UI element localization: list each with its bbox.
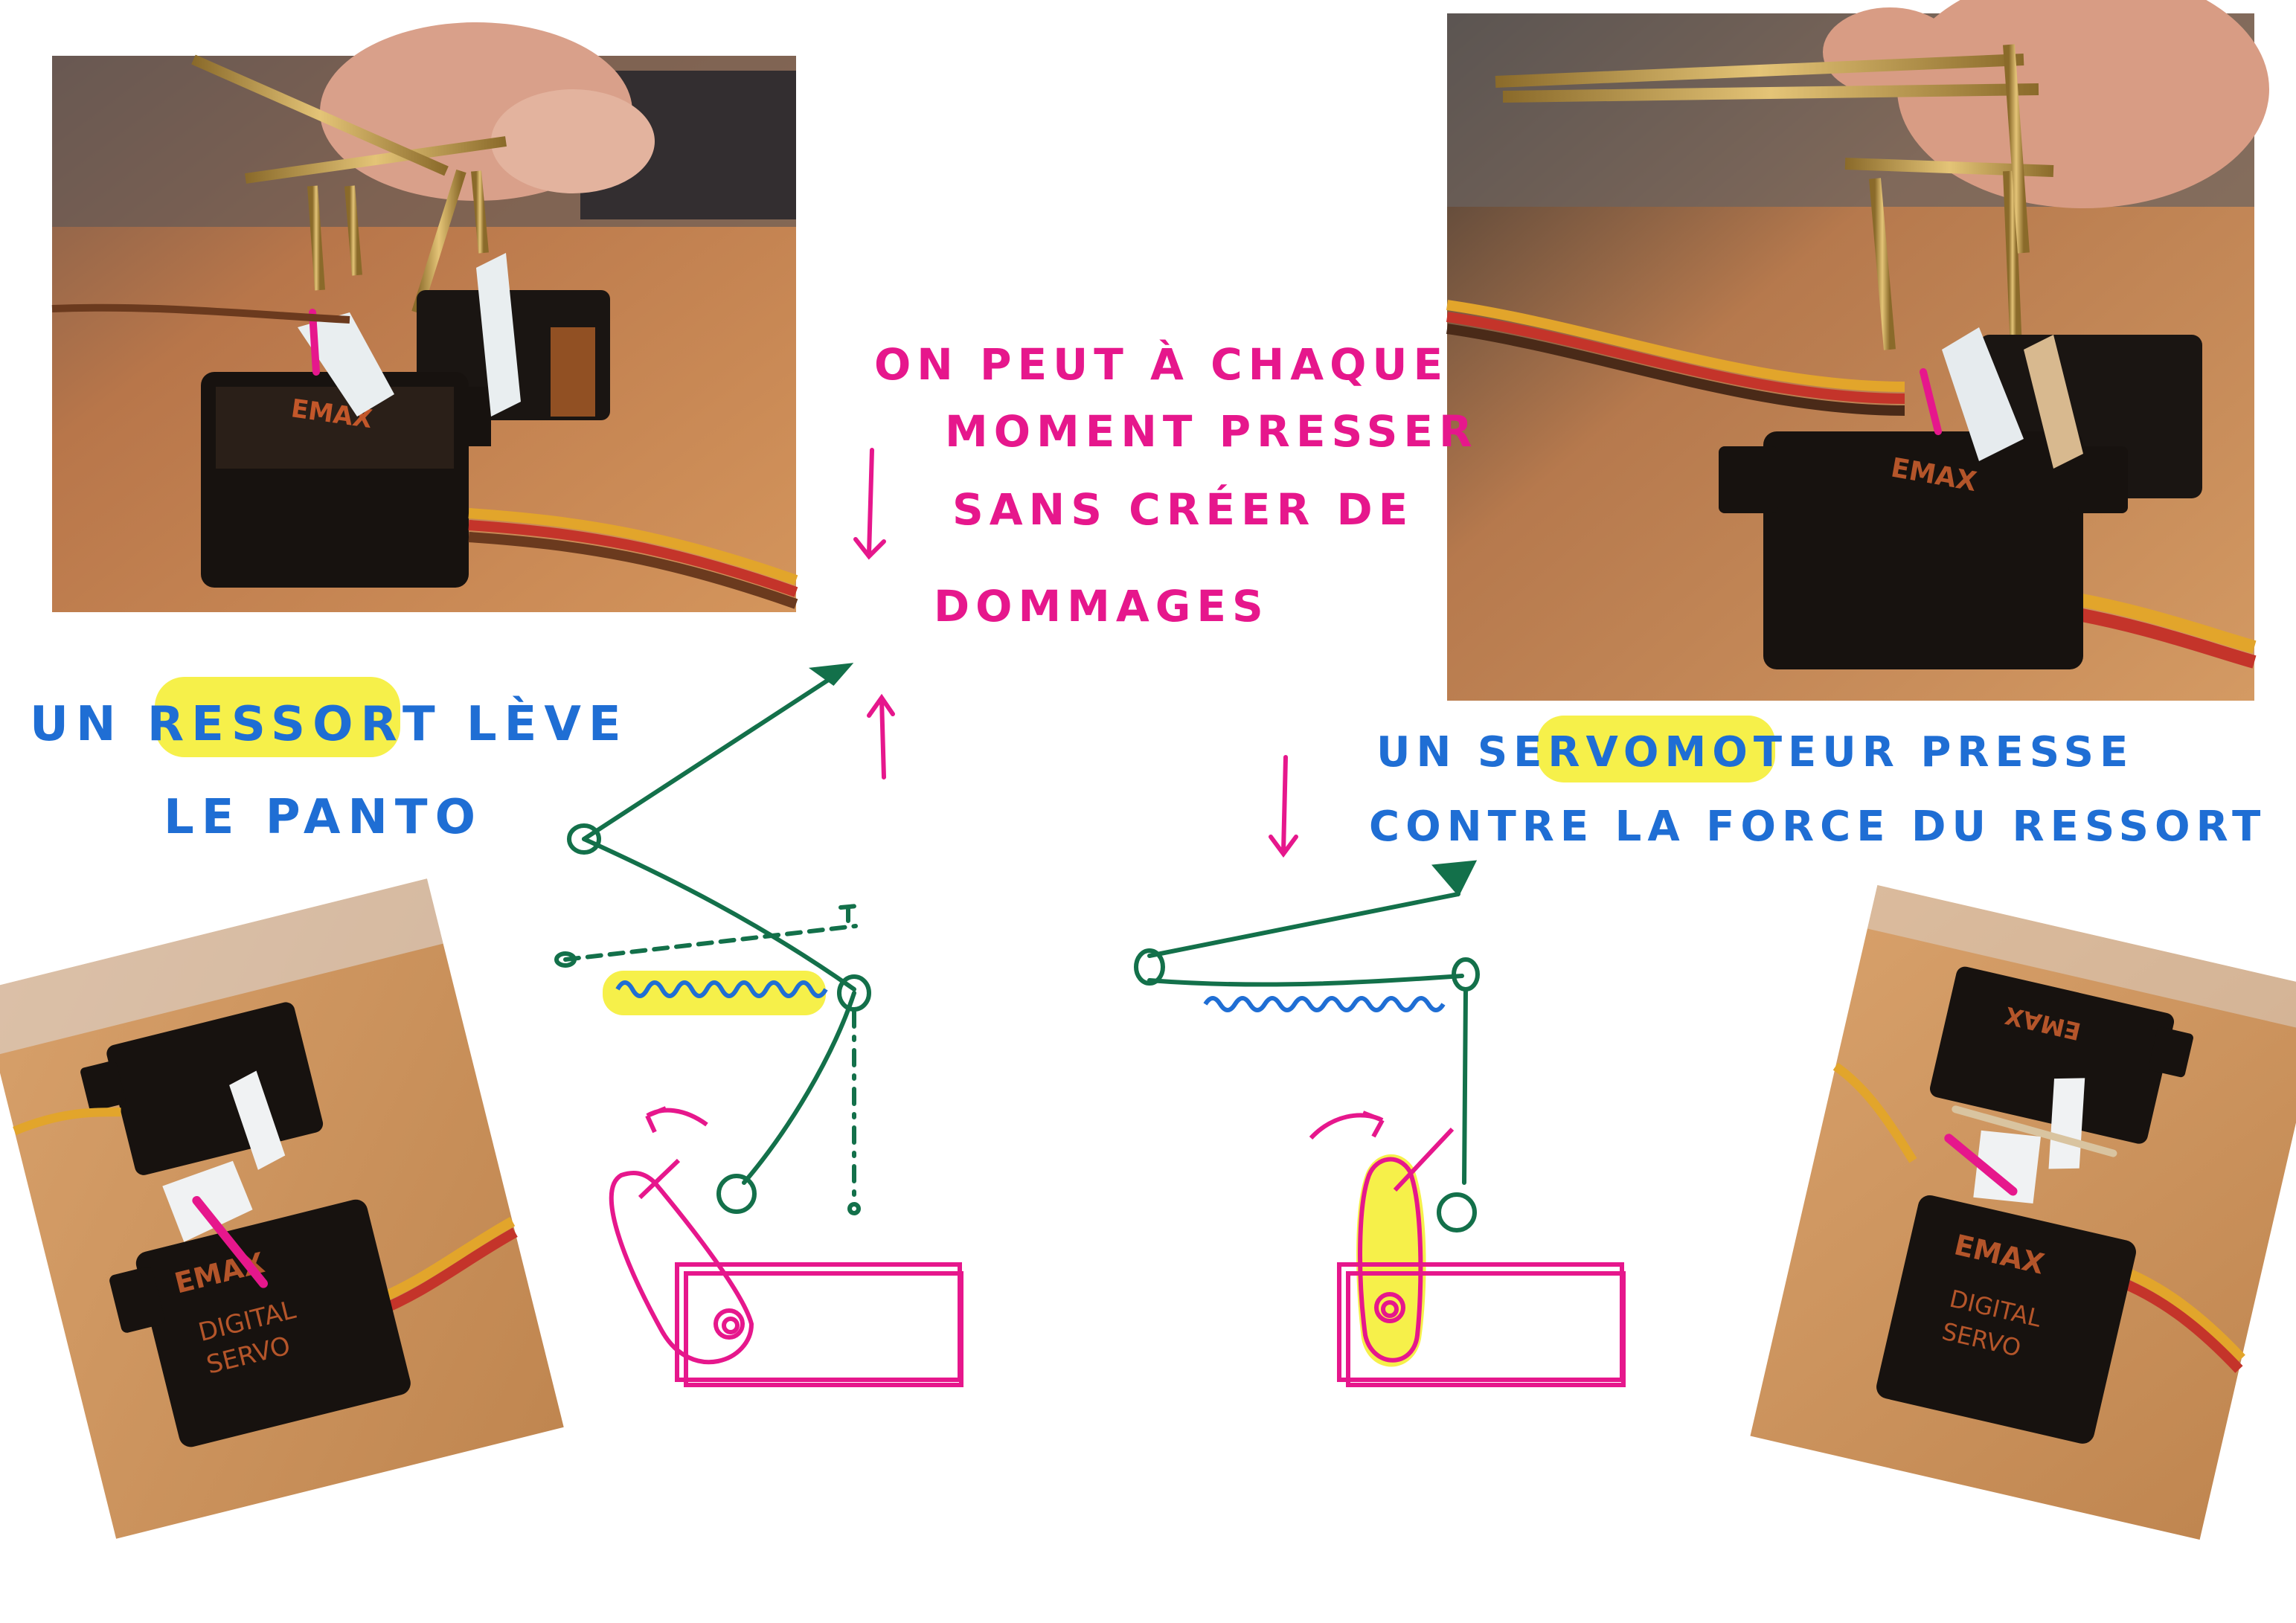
- right-caption: UN SERVOMOTEUR PRESSE CONTRE LA FORCE DU…: [1369, 728, 2266, 851]
- left-caption-line-1: UN RESSORT LÈVE: [30, 695, 629, 752]
- pink-pin-left: [638, 1158, 681, 1200]
- arrow-down-right: [1269, 755, 1298, 858]
- pink-marker-photo-2: [1920, 368, 1942, 435]
- highlight-servomoteur: [1537, 716, 1775, 782]
- photo-bottom-left: EMAX DIGITAL SERVO: [0, 878, 564, 1539]
- servo-front-4: [1876, 1195, 2136, 1444]
- left-caption-line-2: LE PANTO: [164, 790, 483, 845]
- arrow-down-note: [853, 448, 886, 560]
- servo-front-3: [135, 1199, 411, 1447]
- pink-note-line-2: MOMENT PRESSER: [945, 406, 1478, 457]
- highlight-ressort: [155, 677, 400, 757]
- pink-note-line-3: SANS CRÉER DE: [952, 483, 1414, 535]
- spring-left: [615, 980, 828, 998]
- pantograph-brass: [191, 54, 507, 315]
- dashed-arm: [563, 904, 859, 962]
- push-rod: [742, 991, 856, 1185]
- hand: [1897, 0, 2269, 208]
- panto-head-r: [1431, 860, 1478, 897]
- photo-top-left: EMAX: [51, 22, 798, 612]
- pantograph-brass-2: [1495, 44, 2054, 350]
- servo-back-4: [1929, 966, 2175, 1144]
- photo-top-right: EMAX: [1446, 0, 2269, 701]
- panto-lower-arm: [582, 837, 856, 992]
- push-rod-r: [1462, 987, 1468, 1185]
- pink-note-line-4: DOMMAGES: [934, 581, 1269, 631]
- pink-marker-photo-1: [309, 309, 320, 376]
- rod-end-r: [1437, 1192, 1477, 1232]
- pink-note-line-1: ON PEUT À CHAQUE: [874, 338, 1449, 390]
- pivot-left-r: [1134, 948, 1165, 986]
- right-caption-line-1: UN SERVOMOTEUR PRESSE: [1376, 728, 2134, 777]
- servo-hub-sketch-right: [1374, 1292, 1405, 1323]
- rotation-arrow-left: [645, 1106, 708, 1134]
- panto-upper-arm: [582, 667, 847, 841]
- right-caption-line-2: CONTRE LA FORCE DU RESSORT: [1369, 803, 2266, 851]
- servo-arm-highlight-right: [1356, 1154, 1426, 1367]
- servo-front-2: [1763, 431, 2083, 669]
- rod-end: [716, 1174, 757, 1214]
- pivot-top: [567, 823, 601, 855]
- left-caption: UN RESSORT LÈVE LE PANTO: [30, 695, 629, 845]
- spring-right: [1203, 996, 1446, 1012]
- pink-pin-right: [1393, 1127, 1455, 1192]
- panto-upper-r: [1147, 892, 1460, 958]
- panto-head: [808, 663, 854, 687]
- sketch-right: [1134, 860, 1626, 1387]
- pink-arrows: [853, 448, 1298, 858]
- photo-bottom-right: EMAX EMAX DIGITAL SERVO: [1750, 885, 2296, 1540]
- panto-lower-r: [1147, 974, 1464, 987]
- rotation-arrow-right: [1309, 1111, 1385, 1140]
- servo-hub-sketch-left: [714, 1308, 745, 1340]
- sketch-left: [554, 663, 963, 1387]
- pink-note: ON PEUT À CHAQUE MOMENT PRESSER SANS CRÉ…: [874, 338, 1478, 631]
- arrow-up-left: [867, 693, 895, 780]
- servo-arm-sketch-right: [1358, 1157, 1423, 1363]
